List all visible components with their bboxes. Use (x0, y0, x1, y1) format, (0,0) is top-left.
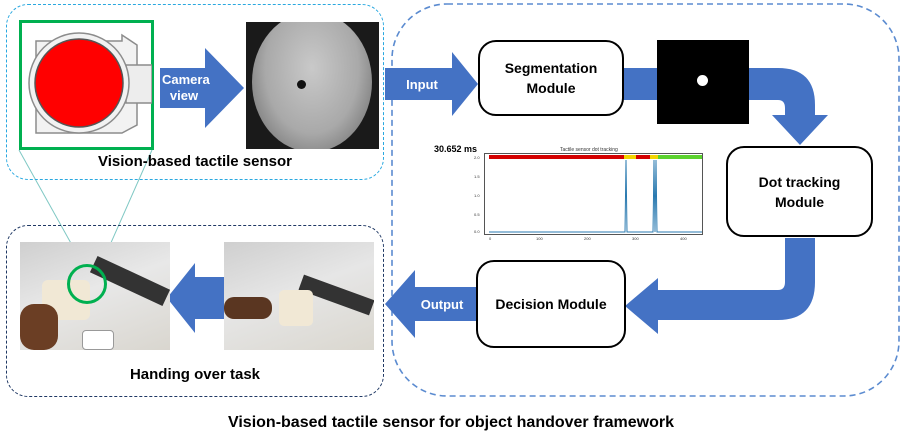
camera-view-image (246, 22, 379, 149)
camera-view-disk (252, 22, 372, 149)
segmentation-module: Segmentation Module (478, 40, 624, 116)
tracking-trace (489, 159, 702, 233)
handover-panel (6, 225, 384, 397)
handover-arrow (167, 263, 224, 333)
y-tick: 0.5 (474, 212, 480, 217)
figure-caption: Vision-based tactile sensor for object h… (227, 414, 675, 431)
tracking-plot (484, 153, 703, 235)
sensor-drawing (19, 20, 154, 150)
plot-title: Tactile sensor dot tracking (560, 147, 618, 153)
x-tick: 400 (680, 236, 687, 241)
hand (20, 304, 58, 350)
output-label: Output (420, 297, 464, 312)
sensor-red-dome (34, 38, 124, 128)
timing-readout: 30.652 ms (434, 144, 478, 154)
state-bar-green (658, 155, 702, 159)
tracking-plot-svg (489, 155, 702, 233)
x-tick: 300 (632, 236, 639, 241)
input-arrow (385, 52, 478, 116)
sensor-panel (6, 4, 384, 180)
state-bar-yellow-1 (624, 155, 636, 159)
segmented-dot (697, 75, 708, 86)
handover-caption: Handing over task (129, 366, 261, 383)
camera-view-label: Camera view (162, 72, 210, 103)
y-tick: 0.0 (474, 229, 480, 234)
y-tick: 2.0 (474, 155, 480, 160)
handover-photo-close (20, 242, 170, 350)
decision-module: Decision Module (476, 260, 626, 348)
x-tick: 100 (536, 236, 543, 241)
camera-view-arrow (160, 48, 244, 128)
plot-y-ticks: 2.0 1.5 1.0 0.5 0.0 (474, 153, 484, 235)
state-bar-red-2 (636, 155, 650, 159)
cup-wide (279, 290, 313, 326)
seg-to-image-connector (622, 68, 657, 100)
plot-x-ticks: 0 100 200 300 400 (484, 236, 703, 242)
image-to-dottracking-arrow (748, 68, 828, 145)
x-tick: 0 (489, 236, 492, 241)
state-bar-red-1 (489, 155, 624, 159)
handover-photo-wide (224, 242, 374, 350)
output-arrow (385, 270, 476, 338)
state-bar-yellow-2 (650, 155, 658, 159)
y-tick: 1.5 (474, 174, 480, 179)
input-label: Input (406, 77, 438, 92)
dottracking-to-decision-arrow (625, 238, 815, 334)
camera-view-dot (297, 80, 306, 89)
highlight-circle (67, 264, 107, 304)
framework-region (391, 3, 900, 397)
dot-tracking-module: Dot tracking Module (726, 146, 873, 237)
hand-wide (224, 297, 272, 319)
gripper-sensor (82, 330, 114, 350)
y-tick: 1.0 (474, 193, 480, 198)
sensor-illustration (28, 32, 152, 134)
x-tick: 200 (584, 236, 591, 241)
sensor-caption: Vision-based tactile sensor (98, 153, 292, 170)
segmented-image (657, 40, 749, 124)
